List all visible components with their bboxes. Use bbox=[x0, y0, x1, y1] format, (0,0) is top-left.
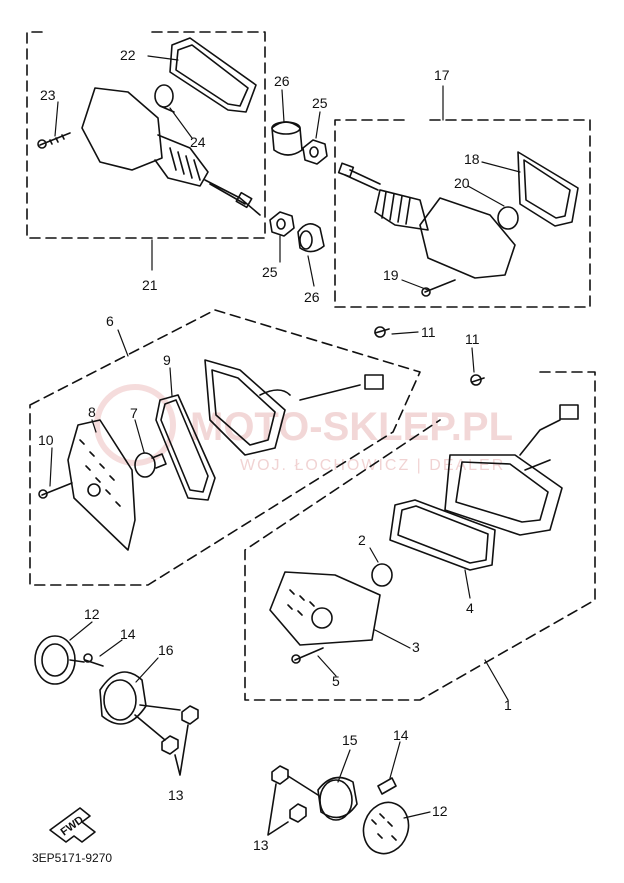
screw-14-left bbox=[84, 659, 104, 667]
callout-14-right: 14 bbox=[393, 727, 409, 743]
callout-7: 7 bbox=[130, 405, 138, 421]
callout-16: 16 bbox=[158, 642, 174, 658]
signal-housing-right bbox=[419, 197, 516, 279]
gasket-9 bbox=[155, 394, 216, 501]
fwd-arrow bbox=[49, 807, 96, 843]
callout-15: 15 bbox=[342, 732, 358, 748]
callout-13-right: 13 bbox=[253, 837, 269, 853]
rear-right-housing bbox=[444, 454, 563, 536]
rear-left-housing bbox=[204, 359, 286, 456]
reflector-12-right bbox=[362, 801, 410, 855]
callout-8: 8 bbox=[88, 404, 96, 420]
callout-22: 22 bbox=[120, 47, 136, 63]
bulb-7 bbox=[134, 452, 156, 478]
screw-11-lower bbox=[471, 377, 485, 383]
drawing-code: 3EP5171-9270 bbox=[32, 851, 112, 865]
lens-3 bbox=[269, 571, 381, 646]
callout-13-left: 13 bbox=[168, 787, 184, 803]
callout-9: 9 bbox=[163, 352, 171, 368]
callout-14-left: 14 bbox=[120, 626, 136, 642]
watermark-text: MOTO-SKLEP.PL bbox=[190, 405, 513, 449]
callout-20: 20 bbox=[454, 175, 470, 191]
leader-lines bbox=[49, 55, 521, 819]
grommet-26-upper bbox=[271, 121, 303, 156]
nut-13-b bbox=[161, 735, 179, 755]
group-6-rear-left-signal bbox=[29, 309, 421, 586]
screw-11-upper bbox=[374, 328, 390, 334]
reflector-assembly-right bbox=[267, 765, 410, 855]
bracket-15 bbox=[317, 776, 358, 819]
reflector-assembly-left bbox=[34, 635, 199, 776]
nut-13-c bbox=[271, 765, 289, 785]
bulb-24 bbox=[154, 84, 174, 108]
callout-25-upper: 25 bbox=[312, 95, 328, 111]
bulb-2 bbox=[371, 563, 393, 587]
nut-25-upper bbox=[302, 139, 328, 165]
bulb-20 bbox=[497, 206, 519, 230]
callout-21: 21 bbox=[142, 277, 158, 293]
callout-3: 3 bbox=[412, 639, 420, 655]
callout-6: 6 bbox=[106, 313, 114, 329]
callout-18: 18 bbox=[464, 151, 480, 167]
gasket-4 bbox=[389, 499, 496, 571]
group-17-front-right-signal bbox=[334, 119, 591, 308]
lens-22 bbox=[169, 37, 257, 113]
screw-14-right bbox=[377, 777, 397, 795]
callout-26-lower: 26 bbox=[304, 289, 320, 305]
group-6-dashed-frame bbox=[29, 309, 421, 586]
callout-25-lower: 25 bbox=[262, 264, 278, 280]
lens-8 bbox=[67, 419, 136, 551]
callout-10: 10 bbox=[38, 432, 54, 448]
group-1-rear-right-signal bbox=[244, 371, 596, 701]
fwd-label: FWD bbox=[59, 814, 86, 838]
group-21-front-left-signal bbox=[26, 31, 266, 239]
callout-17: 17 bbox=[434, 67, 450, 83]
callout-2: 2 bbox=[358, 532, 366, 548]
nut-13-a bbox=[181, 705, 199, 725]
callout-5: 5 bbox=[332, 673, 340, 689]
group-21-dashed-frame bbox=[26, 31, 266, 239]
lens-18 bbox=[517, 151, 579, 227]
screw-23 bbox=[39, 132, 71, 146]
nut-25-lower bbox=[269, 211, 295, 237]
signal-housing-left bbox=[81, 87, 163, 171]
callout-4: 4 bbox=[466, 600, 474, 616]
callout-26-upper: 26 bbox=[274, 73, 290, 89]
callout-23: 23 bbox=[40, 87, 56, 103]
callout-12-left: 12 bbox=[84, 606, 100, 622]
callout-11-upper: 11 bbox=[421, 324, 436, 340]
callout-1: 1 bbox=[504, 697, 512, 713]
callout-12-right: 12 bbox=[432, 803, 448, 819]
callout-11-lower: 11 bbox=[465, 331, 480, 347]
callout-24: 24 bbox=[190, 134, 206, 150]
callout-19: 19 bbox=[383, 267, 399, 283]
grommet-26-lower bbox=[297, 223, 325, 253]
group-17-dashed-frame bbox=[334, 119, 591, 308]
nut-13-d bbox=[289, 803, 307, 823]
group-1-dashed-frame bbox=[244, 371, 596, 701]
